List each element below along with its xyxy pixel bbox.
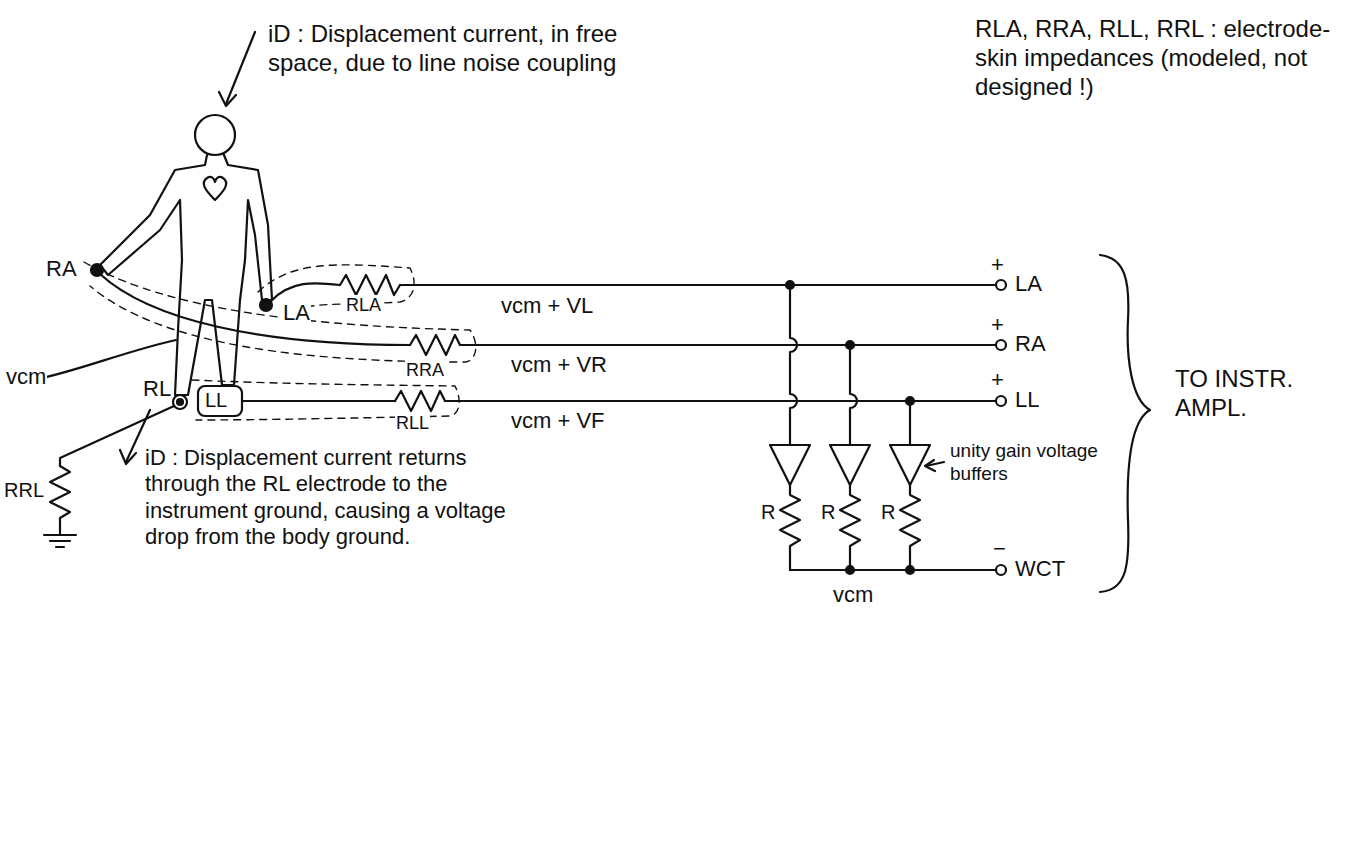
pin-name: RA — [1014, 331, 1047, 357]
electrode-rl-dot — [177, 399, 183, 405]
terminal — [996, 340, 1006, 350]
note-text: RLA, RRA, RLL, RRL : electrode-skin impe… — [975, 15, 1355, 101]
buffer-input-wire — [850, 345, 857, 445]
buffer-input-wire — [790, 285, 797, 445]
resistor-label: RLL — [395, 413, 430, 435]
resistor-symbol — [340, 275, 400, 295]
resistor-label: RLA — [345, 295, 382, 317]
pin-name: LA — [1014, 271, 1043, 297]
resistor-label: R — [880, 500, 896, 524]
terminal — [996, 565, 1006, 575]
junction-dot — [846, 566, 854, 574]
signal-label: vcm — [832, 582, 874, 608]
resistor-symbol — [395, 391, 445, 411]
resistor-label: R — [760, 500, 776, 524]
buffer-symbol — [770, 445, 810, 485]
electrode-ll — [198, 386, 242, 416]
note-text: unity gain voltage buffers — [950, 440, 1100, 486]
ra-wire — [460, 344, 996, 346]
heart — [204, 177, 227, 200]
resistor-symbol — [410, 335, 460, 355]
electrode-label: LA — [282, 300, 311, 326]
signal-label: vcm + VF — [510, 408, 606, 434]
note-text: iD : Displacement current returns throug… — [145, 445, 515, 551]
leader-line — [42, 340, 176, 378]
arrow-head — [120, 450, 136, 464]
la-wire — [400, 284, 996, 286]
electrode-label: LL — [204, 388, 228, 412]
current-arrow — [226, 32, 255, 104]
pin-polarity: + — [990, 252, 1005, 278]
resistor-symbol — [50, 466, 70, 535]
buffer-symbol — [890, 445, 930, 485]
note-text: iD : Displacement current, in free space… — [268, 20, 648, 78]
resistor-label: RRA — [405, 360, 445, 382]
arrow-head — [925, 460, 935, 471]
terminal — [996, 280, 1006, 290]
buffer-input-wire — [909, 401, 911, 445]
signal-label: vcm — [5, 364, 47, 390]
resistor-label: RRL — [3, 478, 45, 502]
electrode-rl — [173, 395, 187, 409]
bracket — [1100, 255, 1150, 592]
pin-polarity: − — [992, 536, 1007, 562]
buffer-symbol — [830, 445, 870, 485]
ll-lead — [242, 400, 395, 402]
head — [195, 115, 235, 155]
resistor-symbol — [900, 485, 920, 570]
junction-dot — [906, 566, 914, 574]
arrow-head — [219, 92, 236, 106]
cable-shield — [84, 262, 476, 362]
signal-label: vcm + VL — [500, 293, 594, 319]
pin-name: WCT — [1014, 556, 1066, 582]
pin-name: LL — [1014, 387, 1040, 413]
electrode-label: RL — [142, 376, 172, 402]
signal-label: vcm + VR — [510, 352, 608, 378]
body-outline — [100, 155, 272, 395]
ra-lead — [100, 274, 410, 345]
wct-bus — [790, 569, 996, 571]
pin-polarity: + — [990, 312, 1005, 338]
destination-label: TO INSTR. AMPL. — [1175, 365, 1295, 423]
resistor-symbol — [840, 485, 860, 570]
terminal — [996, 396, 1006, 406]
electrode-label: RA — [45, 256, 78, 282]
ground-symbol — [44, 535, 76, 547]
resistor-symbol — [780, 485, 800, 570]
resistor-label: R — [820, 500, 836, 524]
pin-polarity: + — [990, 367, 1005, 393]
